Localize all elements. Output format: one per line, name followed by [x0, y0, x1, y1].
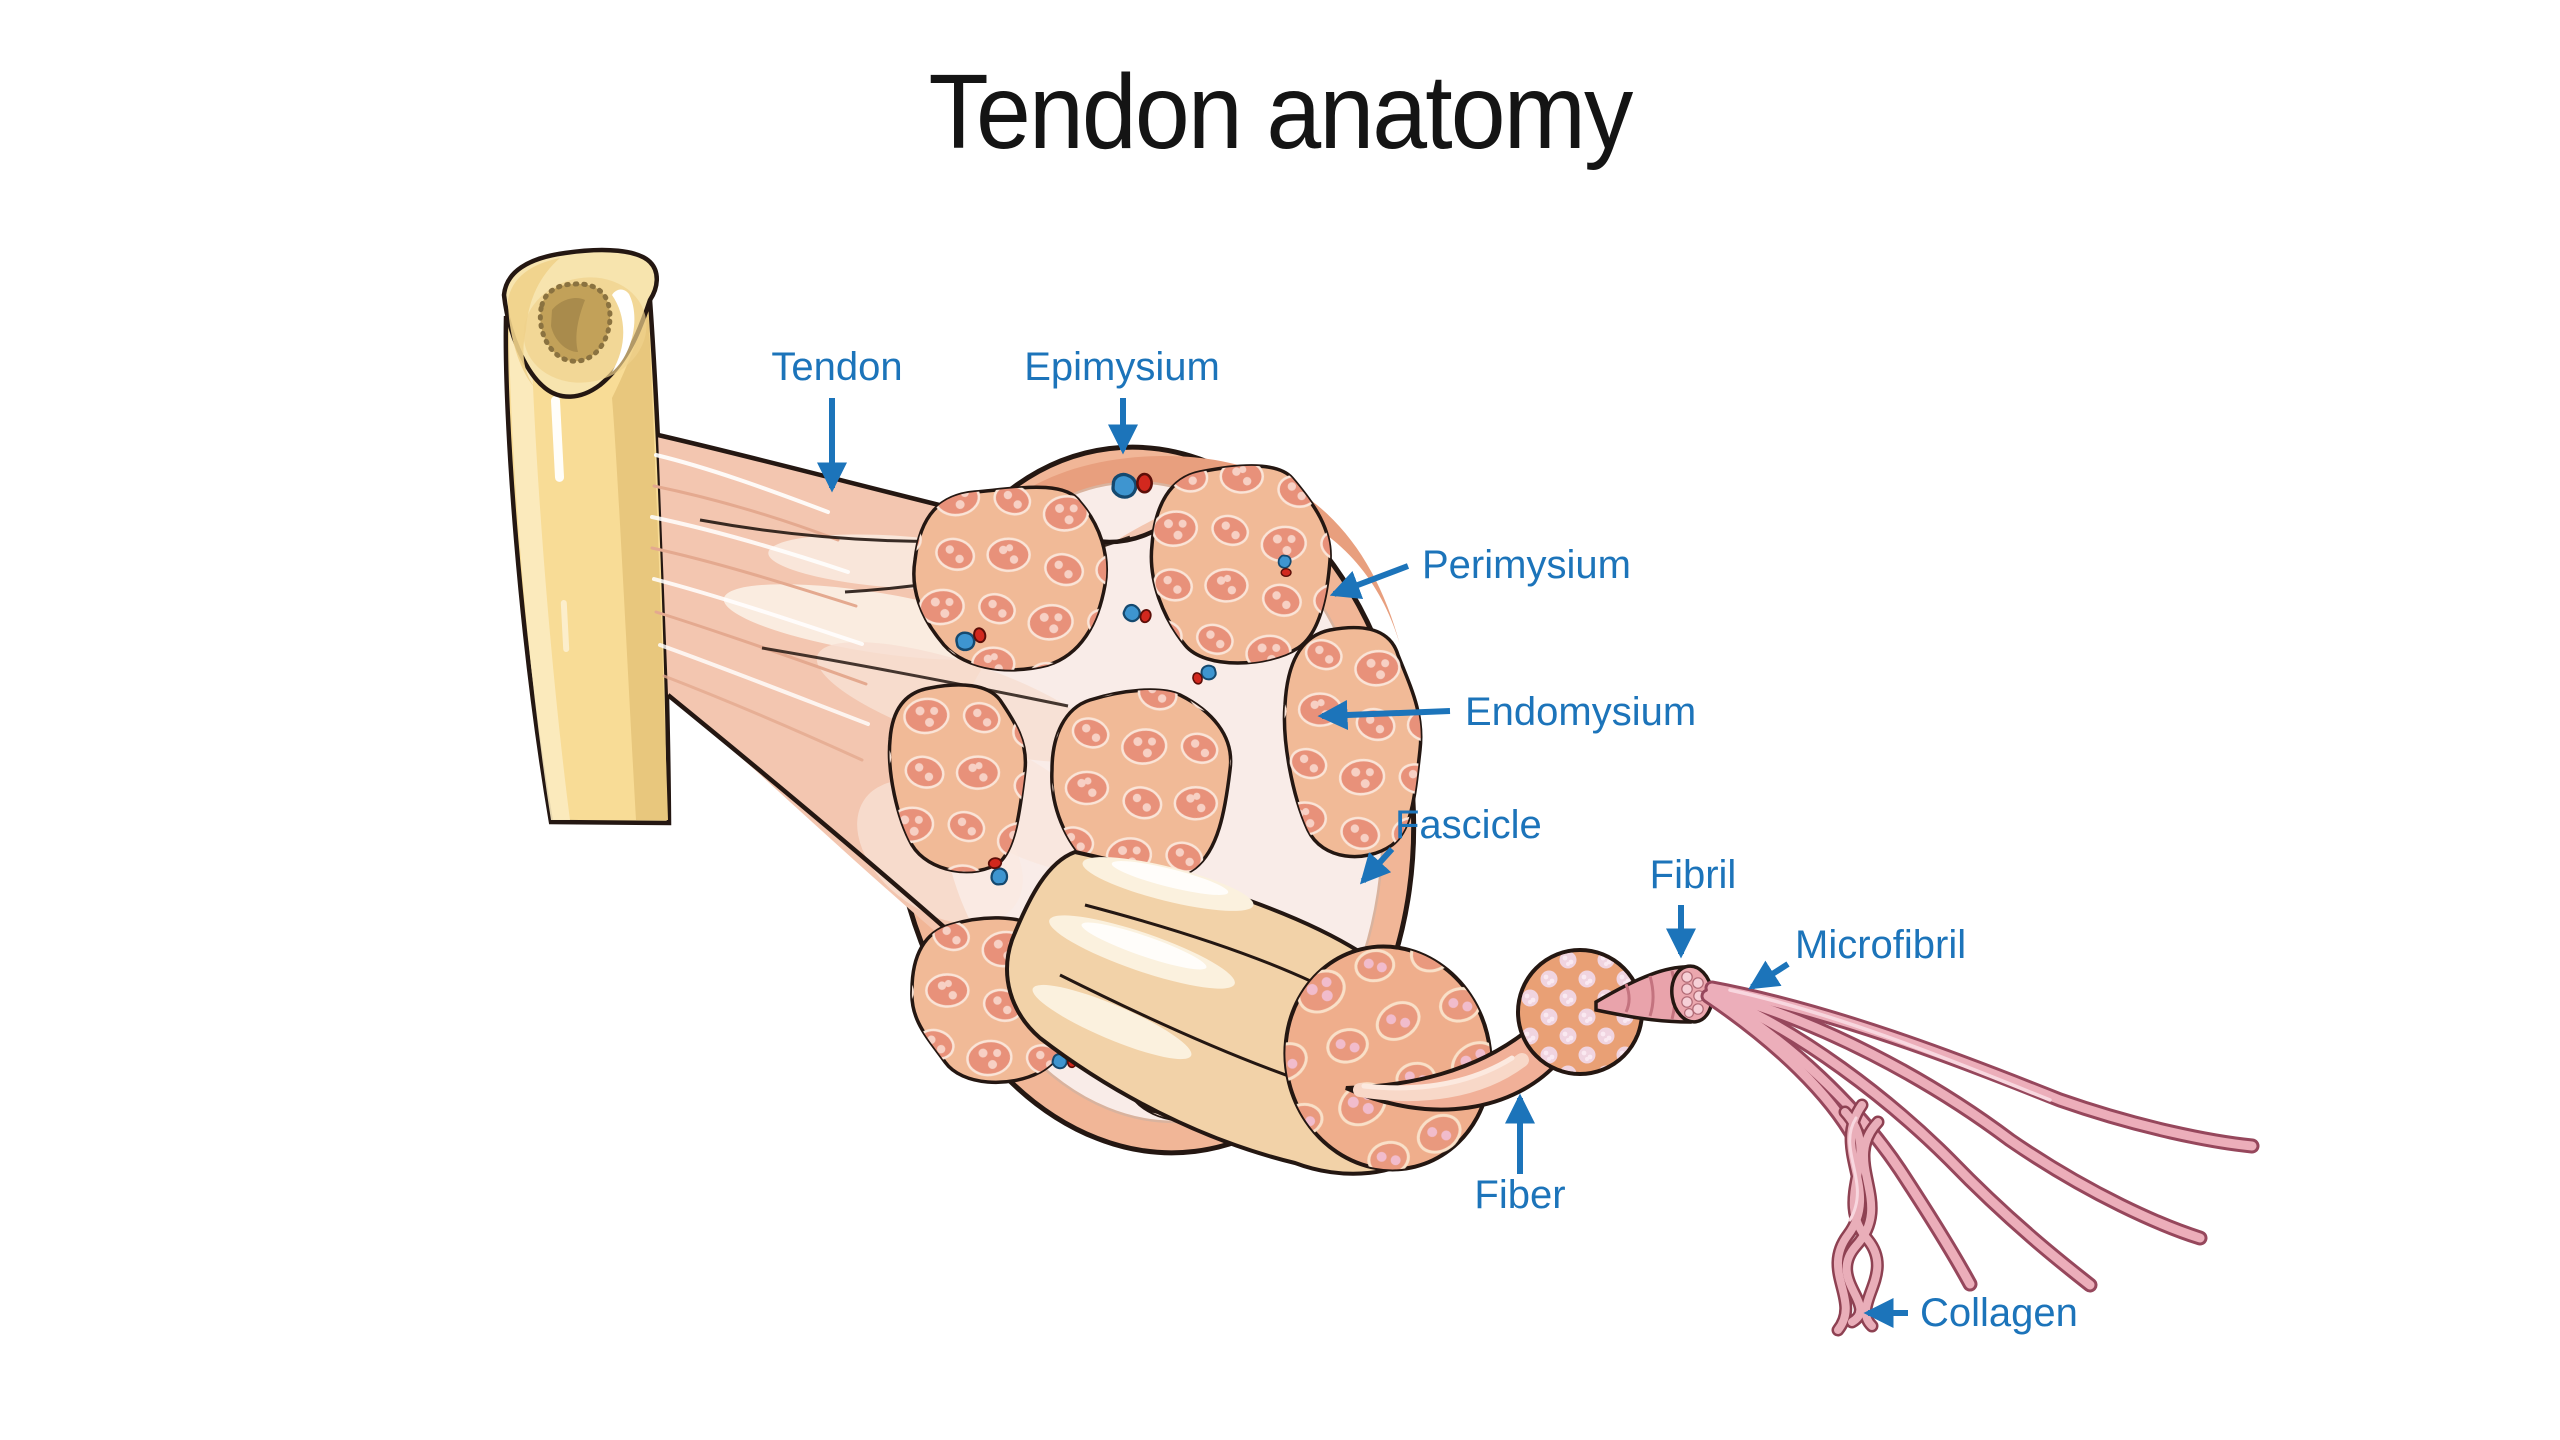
fascicle-right — [1282, 625, 1423, 859]
microfibril-arrow — [1748, 960, 1790, 990]
collagen-gloss — [1848, 1116, 1859, 1222]
epimysium-label: Epimysium — [1024, 345, 1220, 389]
fascicle-top-right — [1149, 464, 1332, 665]
collagen-braid — [1831, 1098, 1885, 1337]
pulled-fascicle — [1005, 849, 1493, 1176]
microfibril-label: Microfibril — [1795, 923, 1966, 967]
fascicle-top-left — [912, 485, 1108, 672]
bone-shade — [612, 302, 668, 820]
fiber-face-texture — [1520, 952, 1640, 1072]
tube-gloss — [1111, 861, 1229, 895]
fibril-face-microfibrils — [1681, 971, 1705, 1018]
fascicle-center — [1050, 688, 1233, 886]
fiber-highlight — [1353, 1053, 1529, 1102]
microfibrils — [1700, 980, 2260, 1293]
callout-texts: Tendon Epimysium Perimysium Endomysium F… — [771, 345, 2078, 1335]
fascicle-left — [887, 683, 1028, 874]
tube-gloss — [1081, 922, 1207, 970]
tendon-label: Tendon — [771, 345, 902, 389]
bone-marrow-shadow — [551, 298, 585, 352]
fiber-label: Fiber — [1474, 1173, 1565, 1217]
tendon-striations — [650, 453, 870, 762]
bone-face-gloss — [612, 289, 635, 372]
callout-arrows — [817, 398, 1908, 1328]
fascicle-label: Fascicle — [1395, 803, 1542, 847]
fascicle-arrow — [1359, 846, 1395, 885]
perimysium-arrow — [1329, 563, 1410, 600]
perimysium-label: Perimysium — [1422, 543, 1631, 587]
page-title: Tendon anatomy — [928, 53, 1634, 171]
fiber-structure — [1345, 948, 1644, 1112]
bone-highlight-band — [509, 330, 570, 820]
tube-highlight — [1032, 984, 1192, 1060]
fiber-gloss — [1361, 1055, 1515, 1091]
bone-face-shading — [508, 258, 560, 388]
bone-gloss-2 — [560, 600, 570, 652]
fascicle-face-texture — [1285, 946, 1491, 1170]
collagen-label: Collagen — [1920, 1291, 2078, 1335]
bone-gloss — [550, 396, 565, 482]
endomysium-label: Endomysium — [1465, 690, 1696, 734]
endomysium-arrow — [1317, 700, 1451, 730]
bone — [501, 247, 672, 826]
callouts: Tendon Epimysium Perimysium Endomysium F… — [771, 345, 2078, 1335]
fibril-label: Fibril — [1650, 853, 1737, 897]
fibril-structure — [1594, 964, 1714, 1024]
microfibril-gloss — [1728, 988, 2052, 1102]
